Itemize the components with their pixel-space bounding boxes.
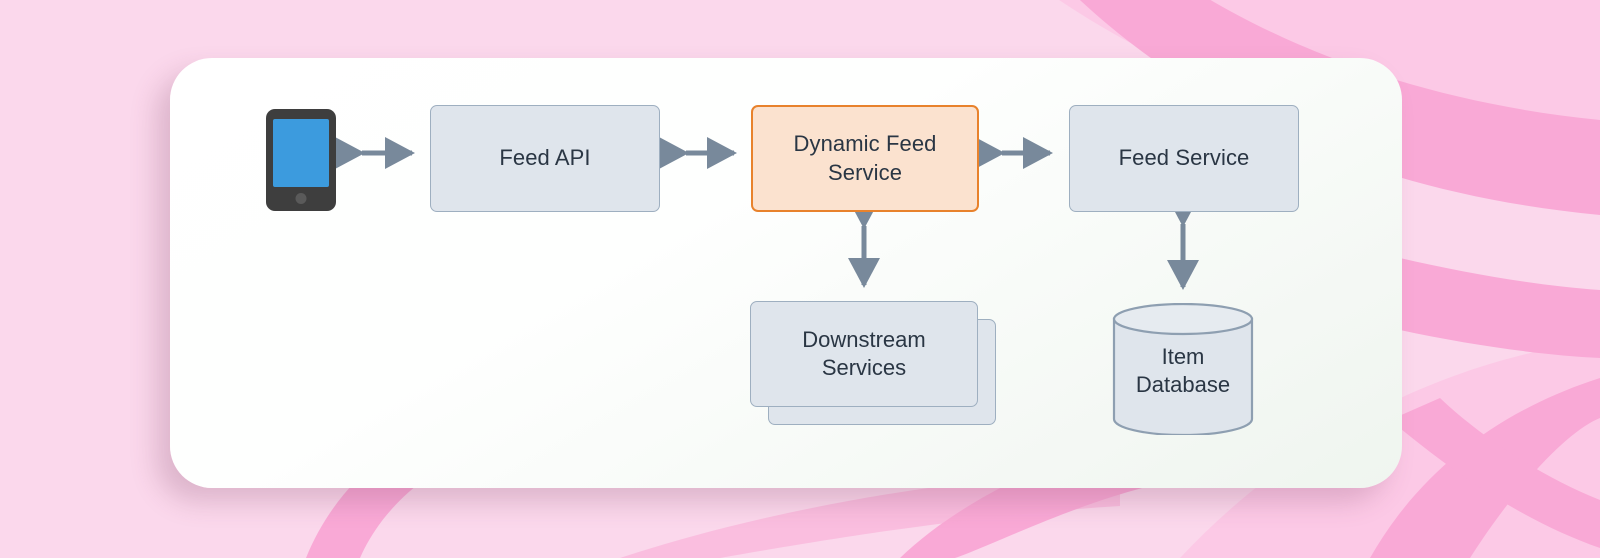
node-dynamic-feed-service-label-line2: Service [827, 159, 903, 185]
node-feed-service[interactable]: Feed Service [1069, 105, 1299, 212]
node-item-database-label-line1: Item [1161, 344, 1205, 369]
node-downstream-services[interactable]: Downstream Services [750, 301, 996, 425]
phone-screen [273, 119, 329, 187]
node-downstream-services-label-line1: Downstream [802, 326, 926, 352]
node-dynamic-feed-service-label-line1: Dynamic Feed [793, 131, 937, 157]
node-dynamic-feed-service[interactable]: Dynamic Feed Service [751, 105, 979, 212]
mobile-phone-icon[interactable] [266, 109, 336, 211]
node-item-database[interactable]: Item Database [1112, 302, 1254, 437]
database-cylinder-icon [1112, 302, 1254, 437]
node-item-database-label: Item Database [1112, 343, 1254, 399]
node-feed-api[interactable]: Feed API [430, 105, 660, 212]
node-downstream-services-label-line2: Services [821, 355, 907, 380]
node-feed-api-label: Feed API [499, 145, 591, 171]
node-item-database-label-line2: Database [1135, 372, 1231, 398]
node-feed-service-label: Feed Service [1118, 145, 1250, 171]
phone-home-button-icon [295, 193, 307, 204]
downstream-services-front-card: Downstream Services [750, 301, 978, 407]
